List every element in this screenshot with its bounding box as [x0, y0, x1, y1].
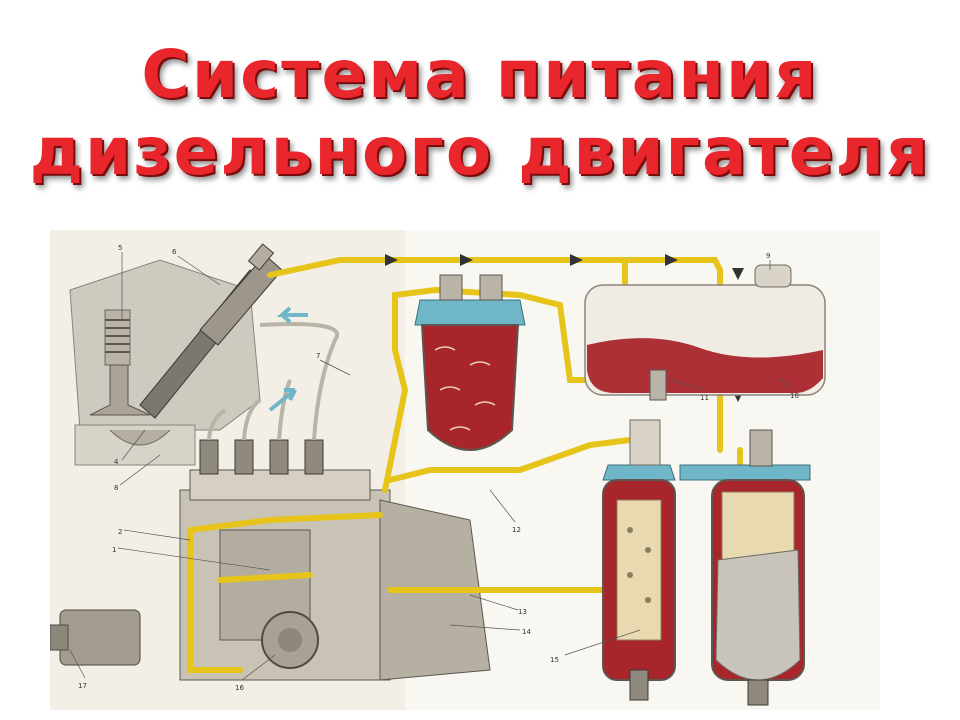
fine-fuel-filter-1: [602, 419, 676, 701]
callout-4: 4: [114, 458, 119, 466]
title-line-2: дизельного двигателя: [29, 113, 931, 191]
coarse-fuel-filter: [414, 274, 526, 451]
callout-15: 15: [550, 656, 559, 664]
callout-leaders: [69, 252, 791, 681]
callout-8: 8: [114, 484, 118, 492]
flow-arrows-blue: [268, 306, 308, 412]
callout-11: 11: [700, 394, 709, 402]
callout-12: 12: [512, 526, 521, 534]
title-block: Система питания дизельного двигателя: [0, 40, 960, 187]
callout-5: 5: [118, 244, 122, 252]
injector: [139, 243, 283, 419]
callout-1: 1: [112, 546, 116, 554]
callout-16: 16: [235, 684, 244, 692]
callout-13: 13: [518, 608, 527, 616]
callout-9: 9: [766, 252, 770, 260]
callout-10: 10: [790, 392, 799, 400]
callout-17: 17: [78, 682, 87, 690]
fuel-tank: [584, 264, 826, 401]
title-line-1: Система питания: [141, 36, 819, 113]
cylinder-head: [69, 259, 261, 466]
fine-fuel-filter-2: [679, 429, 811, 706]
fuel-system-diagram: 1 2 4 5 6 7 8 9 10 11 12 13 14 15 16 17: [50, 230, 880, 710]
callout-6: 6: [172, 248, 177, 256]
callout-2: 2: [118, 528, 122, 536]
callout-14: 14: [522, 628, 531, 636]
callout-7: 7: [316, 352, 320, 360]
